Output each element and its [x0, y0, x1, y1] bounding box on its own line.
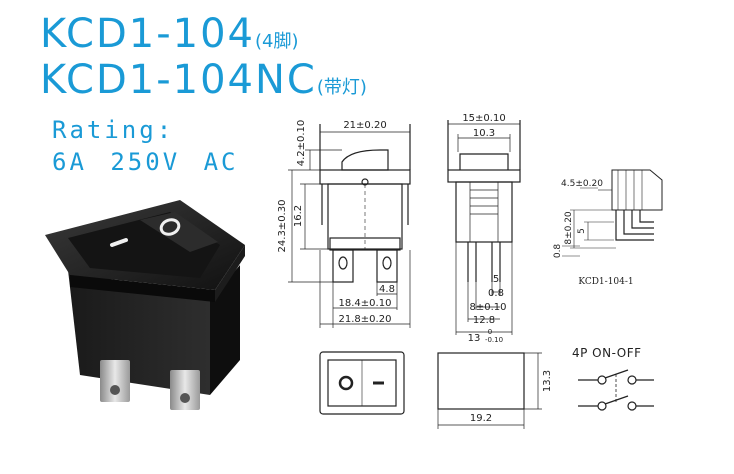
bent-dim-8-label: 8±0.20: [564, 211, 574, 245]
rating-label: Rating:: [52, 116, 175, 144]
front-terminal-width-label: 4.8: [379, 284, 395, 295]
front-height-top-label: 4.2±0.10: [296, 120, 307, 167]
side-dim-13-tol-lower: -0.10: [485, 336, 503, 344]
front-height-mid-label: 16.2: [293, 205, 304, 227]
model-title-2: KCD1-104NC(带灯): [40, 60, 367, 100]
side-dim-128-label: 12.8: [473, 315, 495, 326]
side-dim-13-tol-upper: 0: [488, 328, 492, 336]
side-dim-13-label: 13: [468, 333, 481, 344]
model-note-2: (带灯): [316, 77, 367, 98]
front-pin-spacing-label: 18.4±0.10: [339, 298, 392, 309]
cutout-height-label: 13.3: [542, 370, 553, 392]
side-dim-08-label: 0.8: [488, 288, 504, 299]
circuit-label: 4P ON-OFF: [572, 346, 642, 360]
side-width-inner-label: 10.3: [473, 128, 495, 139]
panel-cutout-drawing: 13.3 19.2: [437, 352, 553, 429]
side-dim-5-label: 5: [493, 274, 499, 285]
model-name-1: KCD1-104: [40, 11, 256, 57]
model-note-1: (4脚): [255, 31, 299, 52]
model-name-2: KCD1-104NC: [40, 57, 317, 103]
front-view-drawing: 21±0.20 4.2±0.10 16.2 24.3±0.30 4.8 18.4…: [277, 120, 411, 328]
bent-pin-view-drawing: 4.5±0.20 8±0.20 5 0.8 KCD1-104-1: [553, 169, 663, 287]
rocker-switch-photo: [45, 200, 245, 410]
front-height-total-label: 24.3±0.30: [277, 200, 288, 253]
model-title-1: KCD1-104(4脚): [40, 14, 299, 54]
bent-pin-model-label: KCD1-104-1: [578, 277, 633, 287]
bent-dim-45-label: 4.5±0.20: [561, 179, 603, 189]
side-width-top-label: 15±0.10: [462, 113, 505, 124]
front-overall-width-label: 21.8±0.20: [339, 314, 392, 325]
cutout-width-label: 19.2: [470, 413, 492, 424]
side-dim-8-label: 8±0.10: [469, 302, 506, 313]
front-width-top-label: 21±0.20: [343, 120, 386, 131]
bent-dim-5-label: 5: [577, 228, 587, 234]
off-symbol-icon: [338, 375, 354, 391]
rating-value: 6A 250V AC: [52, 148, 239, 176]
side-view-drawing: 15±0.10 10.3 5 0.8 8±0.10 12.8 13 0 -0.1…: [447, 113, 521, 344]
circuit-symbol-drawing: [578, 369, 654, 411]
bent-dim-08-label: 0.8: [553, 244, 563, 259]
switch-face-drawing: [319, 351, 405, 415]
